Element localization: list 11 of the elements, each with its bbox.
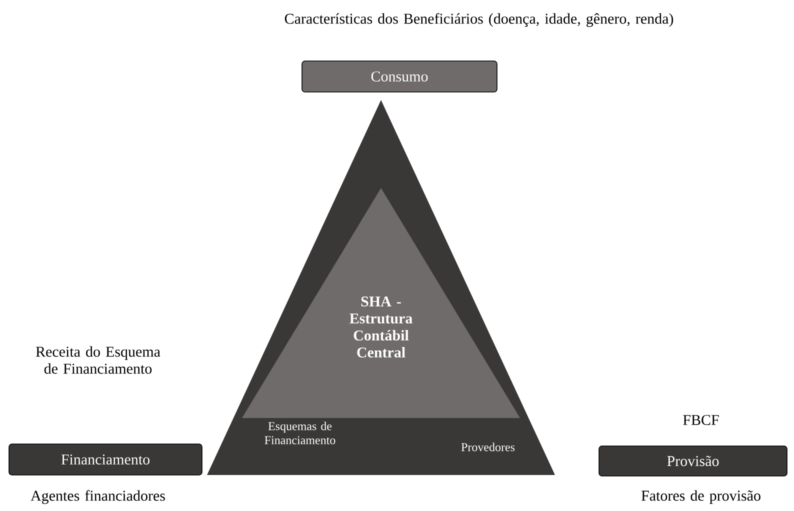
caption-text: Agentes financiadores — [30, 490, 165, 504]
triangle-label: Provedores — [461, 442, 515, 452]
label-box: Provisão — [598, 446, 788, 476]
label-box: Financiamento — [8, 444, 202, 476]
caption-text: FBCF — [683, 414, 719, 426]
note-text: Receita do Esquema de Financiamento — [36, 346, 160, 374]
label-box: Consumo — [302, 60, 498, 92]
caption-text: Características dos Beneficiários (doença, idade, gênero, renda) — [284, 13, 674, 27]
triangle-label: Esquemas de Financiamento — [264, 422, 336, 444]
caption-text: Fatores de provisão — [641, 490, 760, 504]
triangle-label: SHA - Estrutura Contábil Central — [350, 296, 412, 358]
